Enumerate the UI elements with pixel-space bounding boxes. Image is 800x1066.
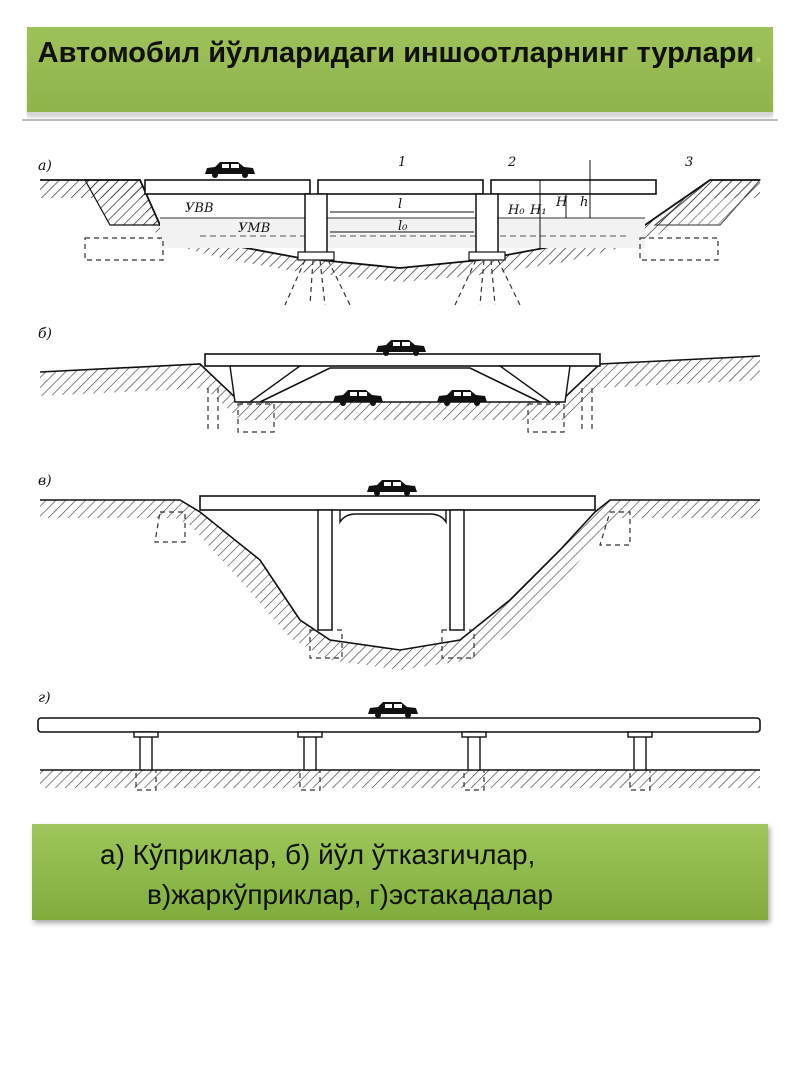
label-H: H xyxy=(555,195,568,210)
caption-line-2: в)жаркўприклар, г)эстакадалар xyxy=(147,879,554,910)
title-dot: . xyxy=(754,37,763,69)
title-divider xyxy=(22,119,778,121)
label-2: 2 xyxy=(507,155,516,170)
panel-a-label: а) xyxy=(38,158,52,174)
label-uvv: УВВ xyxy=(185,201,214,216)
panel-b-label: б) xyxy=(38,326,52,342)
title-banner: Автомобил йўлларидаги иншоотларнинг турл… xyxy=(27,27,773,115)
label-H0: H₀ xyxy=(507,203,525,218)
structures-drawing: а) 1 xyxy=(37,155,762,791)
label-l: l xyxy=(398,197,402,212)
title-text: Автомобил йўлларидаги иншоотларнинг турл… xyxy=(37,37,755,69)
label-3: 3 xyxy=(685,155,693,170)
panel-v-label: в) xyxy=(38,473,52,489)
caption-banner: а) Кўприклар, б) йўл ўтказгичлар, в)жарк… xyxy=(32,824,768,920)
label-l0: l₀ xyxy=(398,219,408,234)
panel-g-trestle: г) xyxy=(37,690,761,791)
label-h: h xyxy=(580,195,588,210)
label-umv: УМВ xyxy=(238,221,270,236)
panel-b-overpass: б) xyxy=(38,326,761,433)
panel-g-label: г) xyxy=(38,690,51,706)
caption-line-1: а) Кўприклар, б) йўл ўтказгичлар, xyxy=(100,839,536,870)
panel-a-bridge: а) 1 xyxy=(38,155,762,306)
panel-v-ravine-bridge: в) xyxy=(38,473,760,670)
label-1: 1 xyxy=(398,155,406,170)
label-H1: H₁ xyxy=(529,203,547,218)
